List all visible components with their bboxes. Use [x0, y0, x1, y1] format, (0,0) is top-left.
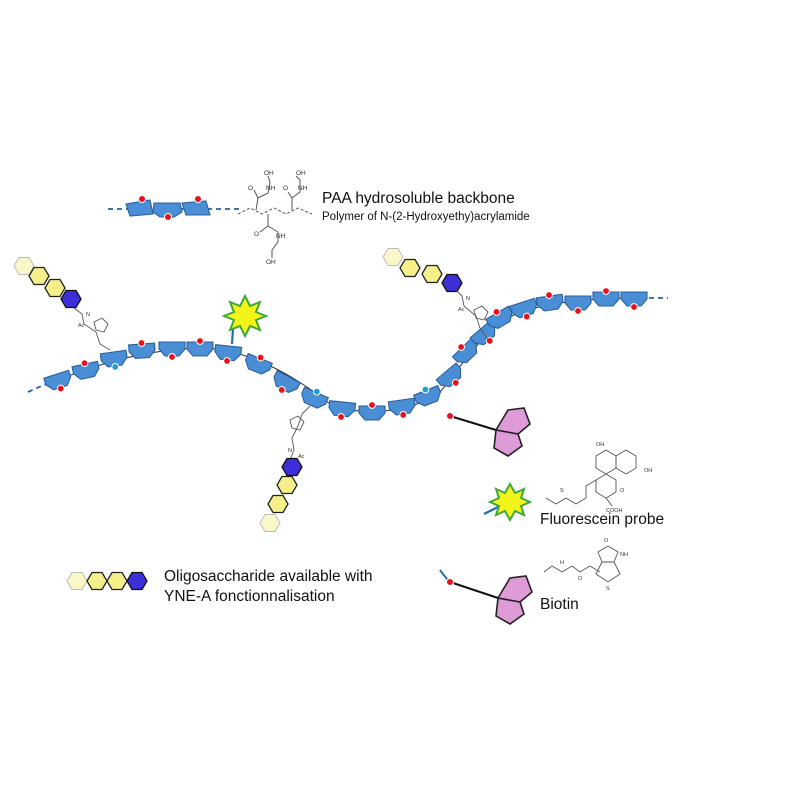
hydroxyl-dot — [137, 339, 146, 347]
atom-n: N — [86, 312, 90, 318]
fluorescein-legend-icon — [483, 481, 533, 523]
biotin-atom-labels: H O O NH S — [560, 538, 628, 592]
atom-oh: OH — [266, 259, 276, 266]
backbone-monomer — [592, 287, 620, 307]
hydroxyl-dot — [602, 287, 610, 295]
atom-nh: NH — [266, 185, 276, 192]
atom-s: S — [606, 586, 610, 592]
backbone-monomer — [214, 344, 243, 365]
backbone-monomer — [301, 386, 330, 409]
linker-dot — [111, 363, 120, 371]
oligo-label-line1: Oligosaccharide available with — [164, 568, 373, 585]
fluorescein-atom-labels: OH OH O COOH S — [560, 442, 652, 514]
atom-nh: NH — [276, 233, 286, 240]
backbone-monomer — [509, 297, 538, 321]
polymer-backbone — [27, 287, 668, 421]
backbone-monomer — [451, 337, 478, 364]
backbone-monomer — [358, 401, 386, 421]
hydroxyl-dot — [56, 384, 65, 393]
backbone-monomer — [620, 291, 648, 311]
hydroxyl-dot — [223, 357, 231, 365]
atom-nh: NH — [298, 185, 308, 192]
fluorescein-structure — [545, 449, 637, 507]
biotin-legend-icon — [439, 569, 533, 625]
hydroxyl-dot — [485, 336, 494, 345]
oligo-chain-top-right: Ac N — [382, 248, 489, 341]
paa-atom-labels: O NH OH O NH OH O NH OH — [248, 170, 308, 266]
hydroxyl-dot — [574, 307, 582, 315]
hydroxyl-dot — [196, 337, 204, 345]
atom-o: O — [283, 185, 288, 192]
atom-ac: Ac — [298, 454, 305, 460]
atom-cooh: COOH — [606, 508, 623, 514]
atom-oh: OH — [296, 170, 306, 177]
hydroxyl-dot — [399, 411, 408, 419]
fluorescein-label: Fluorescein probe — [540, 511, 665, 528]
hydroxyl-dot — [80, 359, 89, 368]
atom-oh: OH — [596, 442, 604, 448]
backbone-monomer — [535, 291, 564, 312]
biotin-structure — [543, 545, 621, 583]
oligo-chain-left: Ac N — [13, 257, 111, 351]
atom-n: N — [288, 448, 292, 454]
backbone-monomer — [328, 400, 357, 421]
atom-o: O — [604, 538, 609, 544]
oligo-label-line2: YNE-A fonctionnalisation — [164, 588, 335, 605]
backbone-monomer — [244, 352, 274, 375]
backbone-monomer — [128, 339, 156, 360]
backbone-monomer — [99, 349, 128, 371]
backbone-monomer — [435, 362, 462, 388]
linker-dot — [312, 387, 321, 396]
atom-oh: OH — [644, 468, 652, 474]
atom-nh: NH — [620, 552, 628, 558]
backbone-monomer — [273, 369, 302, 394]
hydroxyl-dot — [492, 308, 501, 316]
hydroxyl-dot — [368, 401, 376, 409]
backbone-monomer — [387, 397, 416, 419]
atom-o: O — [254, 231, 259, 238]
biotin-on-chain — [446, 407, 531, 457]
hydroxyl-dot — [256, 353, 265, 362]
fluorescein-probe-on-chain — [221, 293, 269, 345]
atom-s: S — [560, 488, 564, 494]
backbone-monomer — [158, 341, 186, 361]
linker-dot — [421, 385, 430, 394]
hydroxyl-dot — [337, 413, 345, 421]
backbone-legend-icon — [108, 195, 240, 221]
hydroxyl-dot — [630, 303, 638, 311]
backbone-title: PAA hydrosoluble backbone — [322, 190, 515, 207]
atom-ac: Ac — [78, 323, 85, 329]
atom-oh: OH — [264, 170, 274, 177]
atom-o: O — [620, 488, 625, 494]
backbone-monomer — [564, 295, 592, 315]
backbone-monomer — [412, 384, 442, 407]
oligo-chain-bottom: Ac N — [259, 405, 311, 532]
hydroxyl-dot — [522, 312, 531, 321]
hydroxyl-dot — [168, 353, 176, 361]
hydroxyl-dot — [451, 378, 460, 387]
backbone-subtitle: Polymer of N-(2-Hydroxyethy)acrylamide — [322, 211, 530, 223]
backbone-monomer — [186, 337, 214, 357]
biotin-label: Biotin — [540, 596, 579, 613]
backbone-monomer — [43, 369, 72, 393]
atom-o: O — [578, 576, 583, 582]
backbone-monomer — [484, 305, 513, 330]
atom-h: H — [560, 560, 564, 566]
oligo-legend-icon — [66, 571, 148, 591]
atom-n: N — [466, 296, 470, 302]
paa-structure — [237, 175, 313, 258]
atom-o: O — [248, 185, 253, 192]
hydroxyl-dot — [545, 291, 553, 299]
backbone-monomer — [469, 320, 496, 346]
atom-ac: Ac — [458, 307, 465, 313]
hydroxyl-dot — [457, 343, 466, 351]
hydroxyl-dot — [277, 386, 286, 394]
backbone-monomer — [71, 359, 100, 380]
